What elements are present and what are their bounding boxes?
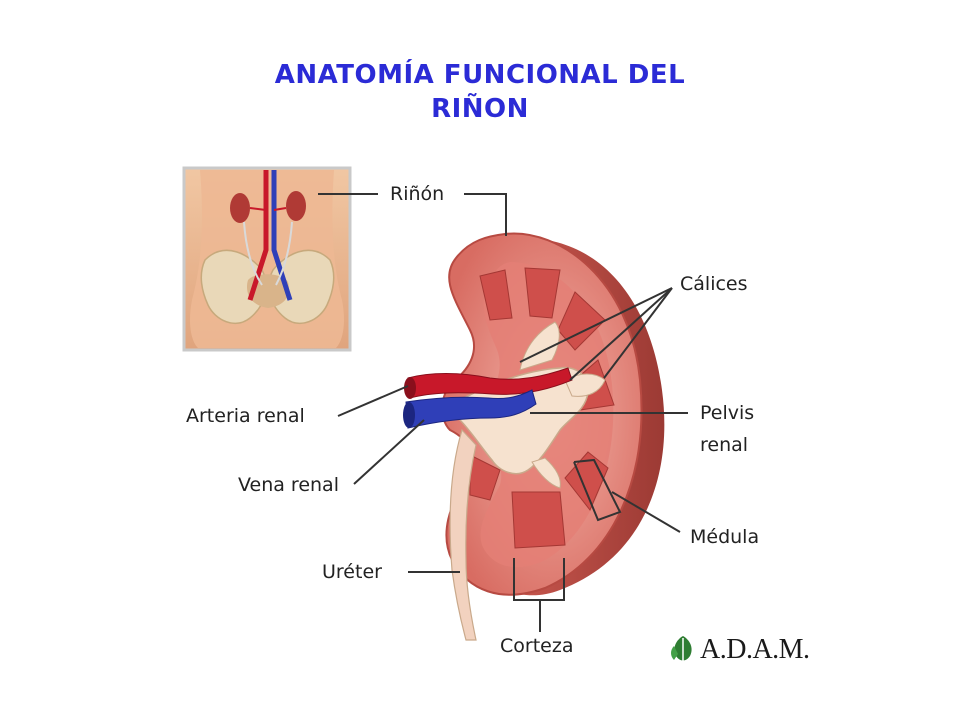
leader-medula-bracket <box>573 458 622 522</box>
pyramid <box>511 491 566 549</box>
leaf-logo-icon <box>671 636 692 664</box>
title-line-2: RIÑON <box>431 94 529 124</box>
inset-vena-cava <box>271 170 293 301</box>
label-pelvis-line2: renal <box>700 434 749 456</box>
label-calices: Cálices <box>680 273 748 295</box>
leader-lines <box>318 193 688 632</box>
label-corteza: Corteza <box>500 635 574 657</box>
adam-logo-text: A.D.A.M. <box>700 634 810 665</box>
label-rinon: Riñón <box>390 183 445 205</box>
title-line-1: ANATOMÍA FUNCIONAL DEL <box>274 60 686 90</box>
inset-kidney-left <box>230 193 250 223</box>
inset-aorta <box>247 170 269 301</box>
vein-opening <box>403 402 415 428</box>
label-pelvis-line1: Pelvis <box>700 402 755 424</box>
label-medula: Médula <box>690 526 760 548</box>
calyx-middle <box>564 373 606 397</box>
label-arteria-renal: Arteria renal <box>186 405 305 427</box>
leader-medula <box>611 491 681 533</box>
leader-arteria <box>337 385 409 417</box>
leader-calices-1 <box>519 287 673 363</box>
inset-kidney-right <box>286 191 306 221</box>
pelvis-bone <box>200 249 267 324</box>
page-title: ANATOMÍA FUNCIONAL DEL RIÑON <box>0 58 960 126</box>
leader-vena <box>353 419 425 485</box>
leader-rinon <box>464 193 507 236</box>
pyramid <box>524 267 561 319</box>
calyx-lower <box>531 457 561 489</box>
body-inset <box>182 166 352 352</box>
leader-calices-2 <box>569 287 673 381</box>
pelvis-bone-right <box>268 249 335 324</box>
renal-vein <box>405 389 537 429</box>
leader-calices-3 <box>603 287 673 379</box>
pyramid <box>479 269 513 321</box>
ureter <box>449 428 477 641</box>
inset-ureter-right <box>275 221 293 286</box>
label-vena-renal: Vena renal <box>238 474 339 496</box>
artery-opening <box>404 377 416 399</box>
inset-ureter-left <box>243 221 263 286</box>
label-ureter: Uréter <box>322 561 382 583</box>
pyramid <box>557 291 606 351</box>
